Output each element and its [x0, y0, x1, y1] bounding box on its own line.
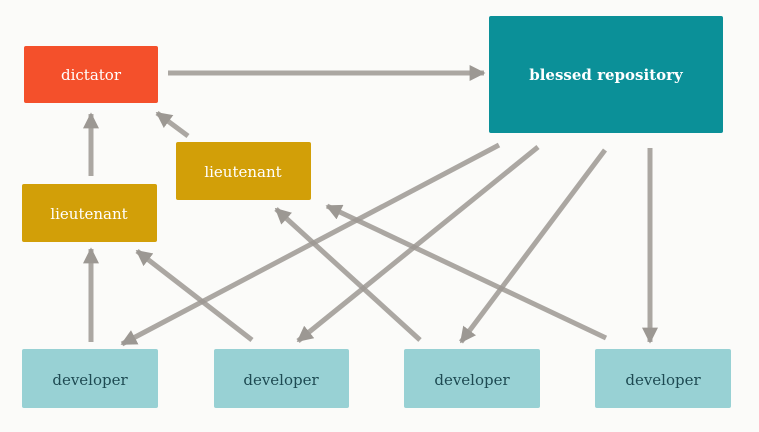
- developer-2-box: [214, 349, 349, 408]
- lieutenant-right-label: lieutenant: [204, 163, 281, 181]
- arrow-lieutenant-right-to-dictator: [155, 110, 190, 139]
- arrow-developer2-to-lieutenant-left: [135, 249, 254, 342]
- node-dictator: dictator: [24, 46, 158, 103]
- arrows: [82, 64, 659, 347]
- lieutenant-left-label: lieutenant: [50, 205, 127, 223]
- developer-4-box: [595, 349, 731, 408]
- developer-1-label: developer: [52, 371, 128, 389]
- node-developer-3: developer: [404, 349, 540, 408]
- node-lieutenant-left: lieutenant: [22, 184, 157, 242]
- node-developer-4: developer: [595, 349, 731, 408]
- arrow-developer4-to-lieutenant-right: [325, 203, 608, 341]
- lieutenant-right-box: [176, 142, 311, 200]
- arrow-blessed-to-developer1: [120, 142, 501, 347]
- node-lieutenant-right: lieutenant: [176, 142, 311, 200]
- developer-3-label: developer: [434, 371, 510, 389]
- arrow-developer3-to-lieutenant-right: [274, 207, 422, 342]
- lieutenant-left-box: [22, 184, 157, 242]
- dictator-label: dictator: [61, 66, 122, 84]
- node-developer-2: developer: [214, 349, 349, 408]
- blessed-repository-box: [489, 16, 723, 133]
- dictator-box: [24, 46, 158, 103]
- developer-4-label: developer: [625, 371, 701, 389]
- blessed-repository-label: blessed repository: [529, 66, 684, 84]
- arrow-blessed-to-developer3: [459, 148, 607, 344]
- developer-1-box: [22, 349, 158, 408]
- arrow-blessed-to-developer2: [296, 145, 540, 343]
- node-blessed-repository: blessed repository: [489, 16, 723, 133]
- node-developer-1: developer: [22, 349, 158, 408]
- developer-2-label: developer: [243, 371, 319, 389]
- developer-3-box: [404, 349, 540, 408]
